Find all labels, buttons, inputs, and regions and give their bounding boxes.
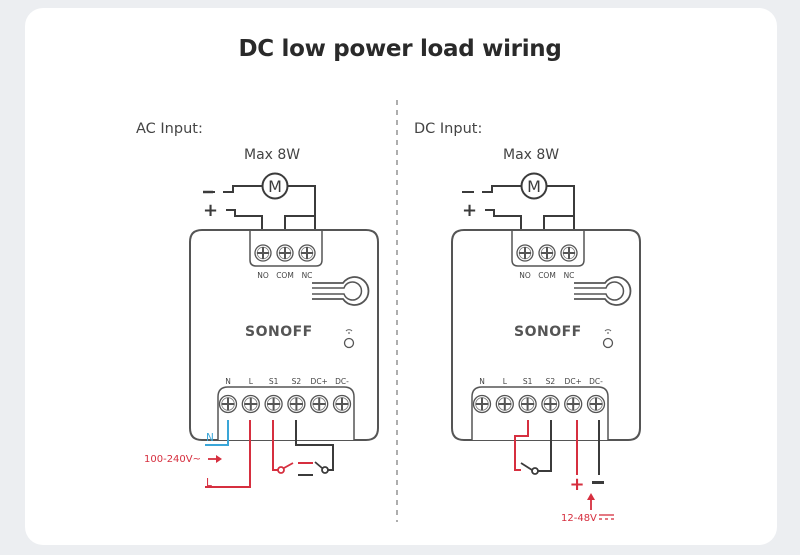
dc-relay-screw-icon bbox=[538, 244, 556, 262]
ac-input-screw-icon bbox=[287, 394, 306, 414]
ac-s2-wire bbox=[295, 420, 334, 471]
ac-load-circuit bbox=[203, 185, 316, 232]
ac-input-screw-icon bbox=[218, 394, 238, 414]
dc-s1-wire bbox=[514, 420, 529, 471]
ac-switch-icon bbox=[314, 461, 323, 469]
dc-voltage-label: 12-48V bbox=[561, 513, 597, 524]
dc-supply-arrow-icon bbox=[587, 493, 595, 510]
ac-relay-screw-icon bbox=[254, 244, 272, 262]
dc-load-circuit bbox=[462, 185, 575, 232]
dc-terminal-label-dcminus: DC- bbox=[589, 377, 603, 386]
dc-plus-label: + bbox=[569, 474, 584, 495]
dc-input-screw-icon bbox=[564, 394, 583, 414]
dc-hanger-icon bbox=[574, 276, 632, 306]
ac-hanger-icon bbox=[312, 276, 370, 306]
ac-terminal-label-l: L bbox=[249, 377, 254, 386]
dc-motor-symbol: M bbox=[527, 177, 541, 196]
wiring-card bbox=[25, 8, 777, 545]
dc-motor-icon bbox=[520, 172, 548, 200]
ac-terminal-label-s2: S2 bbox=[292, 377, 302, 386]
ac-n-label: N bbox=[206, 432, 214, 444]
page-title: DC low power load wiring bbox=[238, 36, 562, 62]
dc-brand-logo: SONOFF bbox=[514, 324, 582, 340]
dc-terminal-label-dcplus: DC+ bbox=[565, 377, 582, 386]
ac-l-label: L bbox=[206, 477, 212, 489]
ac-input-terminal-block bbox=[217, 386, 355, 440]
ac-terminal-label-dcminus: DC- bbox=[335, 377, 349, 386]
ac-input-screw-icon bbox=[264, 394, 283, 414]
ac-neutral-wire bbox=[205, 420, 229, 446]
ac-supply-arrow-icon bbox=[208, 455, 222, 463]
dc-terminal-label-l: L bbox=[503, 377, 508, 386]
dc-terminal-com: COM bbox=[538, 271, 556, 280]
dc-s2-wire bbox=[538, 420, 552, 472]
dc-terminal-label-s2: S2 bbox=[546, 377, 556, 386]
ac-input-screw-icon bbox=[310, 394, 329, 414]
ac-terminal-no: NO bbox=[257, 271, 269, 280]
dc-switch-icon bbox=[520, 462, 533, 471]
ac-terminal-nc: NC bbox=[302, 271, 313, 280]
dc-wifi-led-icon bbox=[602, 329, 614, 349]
dc-load-plus: + bbox=[462, 200, 477, 221]
dc-input-screw-icon bbox=[586, 394, 606, 414]
dc-input-label: DC Input: bbox=[414, 121, 483, 137]
ac-motor-icon bbox=[261, 172, 289, 200]
dc-terminal-label-n: N bbox=[479, 377, 485, 386]
dc-terminal-label-s1: S1 bbox=[523, 377, 533, 386]
ac-voltage-label: 100-240V~ bbox=[144, 454, 201, 465]
ac-relay-screw-icon bbox=[298, 244, 316, 262]
dc-input-screw-icon bbox=[541, 394, 560, 414]
ac-terminal-com: COM bbox=[276, 271, 294, 280]
dc-input-screw-icon bbox=[472, 394, 492, 414]
ac-panel: M + NO COM NC SONOFF N L S1 S2 DC+ DC- bbox=[144, 172, 379, 489]
dc-panel: M + NO COM NC SONOFF N L S1 S2 DC+ DC- + bbox=[451, 172, 641, 510]
dc-terminal-no: NO bbox=[519, 271, 531, 280]
ac-motor-symbol: M bbox=[268, 177, 282, 196]
ac-wifi-led-icon bbox=[343, 329, 355, 349]
ac-input-screw-icon bbox=[241, 394, 260, 414]
ac-terminal-label-n: N bbox=[225, 377, 231, 386]
ac-terminal-label-s1: S1 bbox=[269, 377, 279, 386]
dc-input-terminal-block bbox=[471, 386, 609, 440]
dc-minus-label bbox=[592, 481, 604, 484]
ac-brand-logo: SONOFF bbox=[245, 324, 313, 340]
ac-max-load-label: Max 8W bbox=[244, 147, 301, 163]
dc-input-screw-icon bbox=[495, 394, 514, 414]
ac-relay-screw-icon bbox=[276, 244, 294, 262]
ac-input-screw-icon bbox=[332, 394, 352, 414]
dc-terminal-nc: NC bbox=[564, 271, 575, 280]
dc-symbol-icon bbox=[599, 514, 614, 520]
ac-live-wire bbox=[205, 420, 251, 488]
ac-input-label: AC Input: bbox=[136, 121, 203, 137]
dc-relay-screw-icon bbox=[560, 244, 578, 262]
dc-max-load-label: Max 8W bbox=[503, 147, 560, 163]
ac-terminal-label-dcplus: DC+ bbox=[311, 377, 328, 386]
dc-relay-screw-icon bbox=[516, 244, 534, 262]
ac-load-plus: + bbox=[203, 200, 218, 221]
ac-s1-wire bbox=[272, 420, 278, 471]
dc-input-screw-icon bbox=[518, 394, 537, 414]
